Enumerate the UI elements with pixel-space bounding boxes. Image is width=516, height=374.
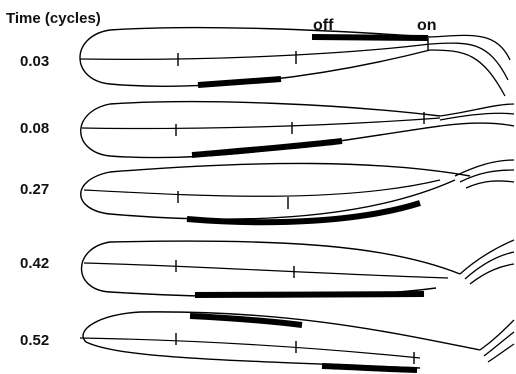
profile-row: 0.52 [20, 312, 514, 370]
profile-row: 0.03 [20, 28, 510, 96]
time-label: 0.03 [20, 53, 49, 70]
on-marker-label: on [417, 17, 437, 34]
profile-row: 0.42 [20, 240, 514, 297]
y-axis-title: Time (cycles) [6, 10, 101, 27]
time-label: 0.27 [20, 181, 49, 198]
activity-bar [322, 366, 417, 370]
tail-curve [440, 123, 514, 126]
activity-bar [312, 37, 428, 38]
tail-curve [466, 181, 514, 188]
body-midline [84, 263, 448, 278]
profile-row: 0.08 [20, 102, 514, 158]
time-label: 0.08 [20, 120, 49, 137]
activity-bar [192, 141, 342, 155]
time-label: 0.42 [20, 255, 49, 272]
tail-curve [460, 240, 514, 274]
tail-curve [470, 264, 514, 284]
body-midline [80, 338, 420, 358]
tail-curve [488, 344, 514, 362]
time-label: 0.52 [20, 332, 49, 349]
profile-row: 0.27 [20, 160, 514, 222]
activity-bar [198, 79, 281, 85]
activity-bar [187, 203, 420, 222]
body-midline [80, 44, 430, 59]
body-outline [81, 163, 470, 219]
body-midline [84, 180, 440, 196]
tail-curve [430, 43, 508, 80]
body-midline [82, 118, 440, 129]
activity-bar [195, 294, 424, 295]
tail-curve [430, 50, 505, 96]
body-outline [82, 241, 461, 297]
